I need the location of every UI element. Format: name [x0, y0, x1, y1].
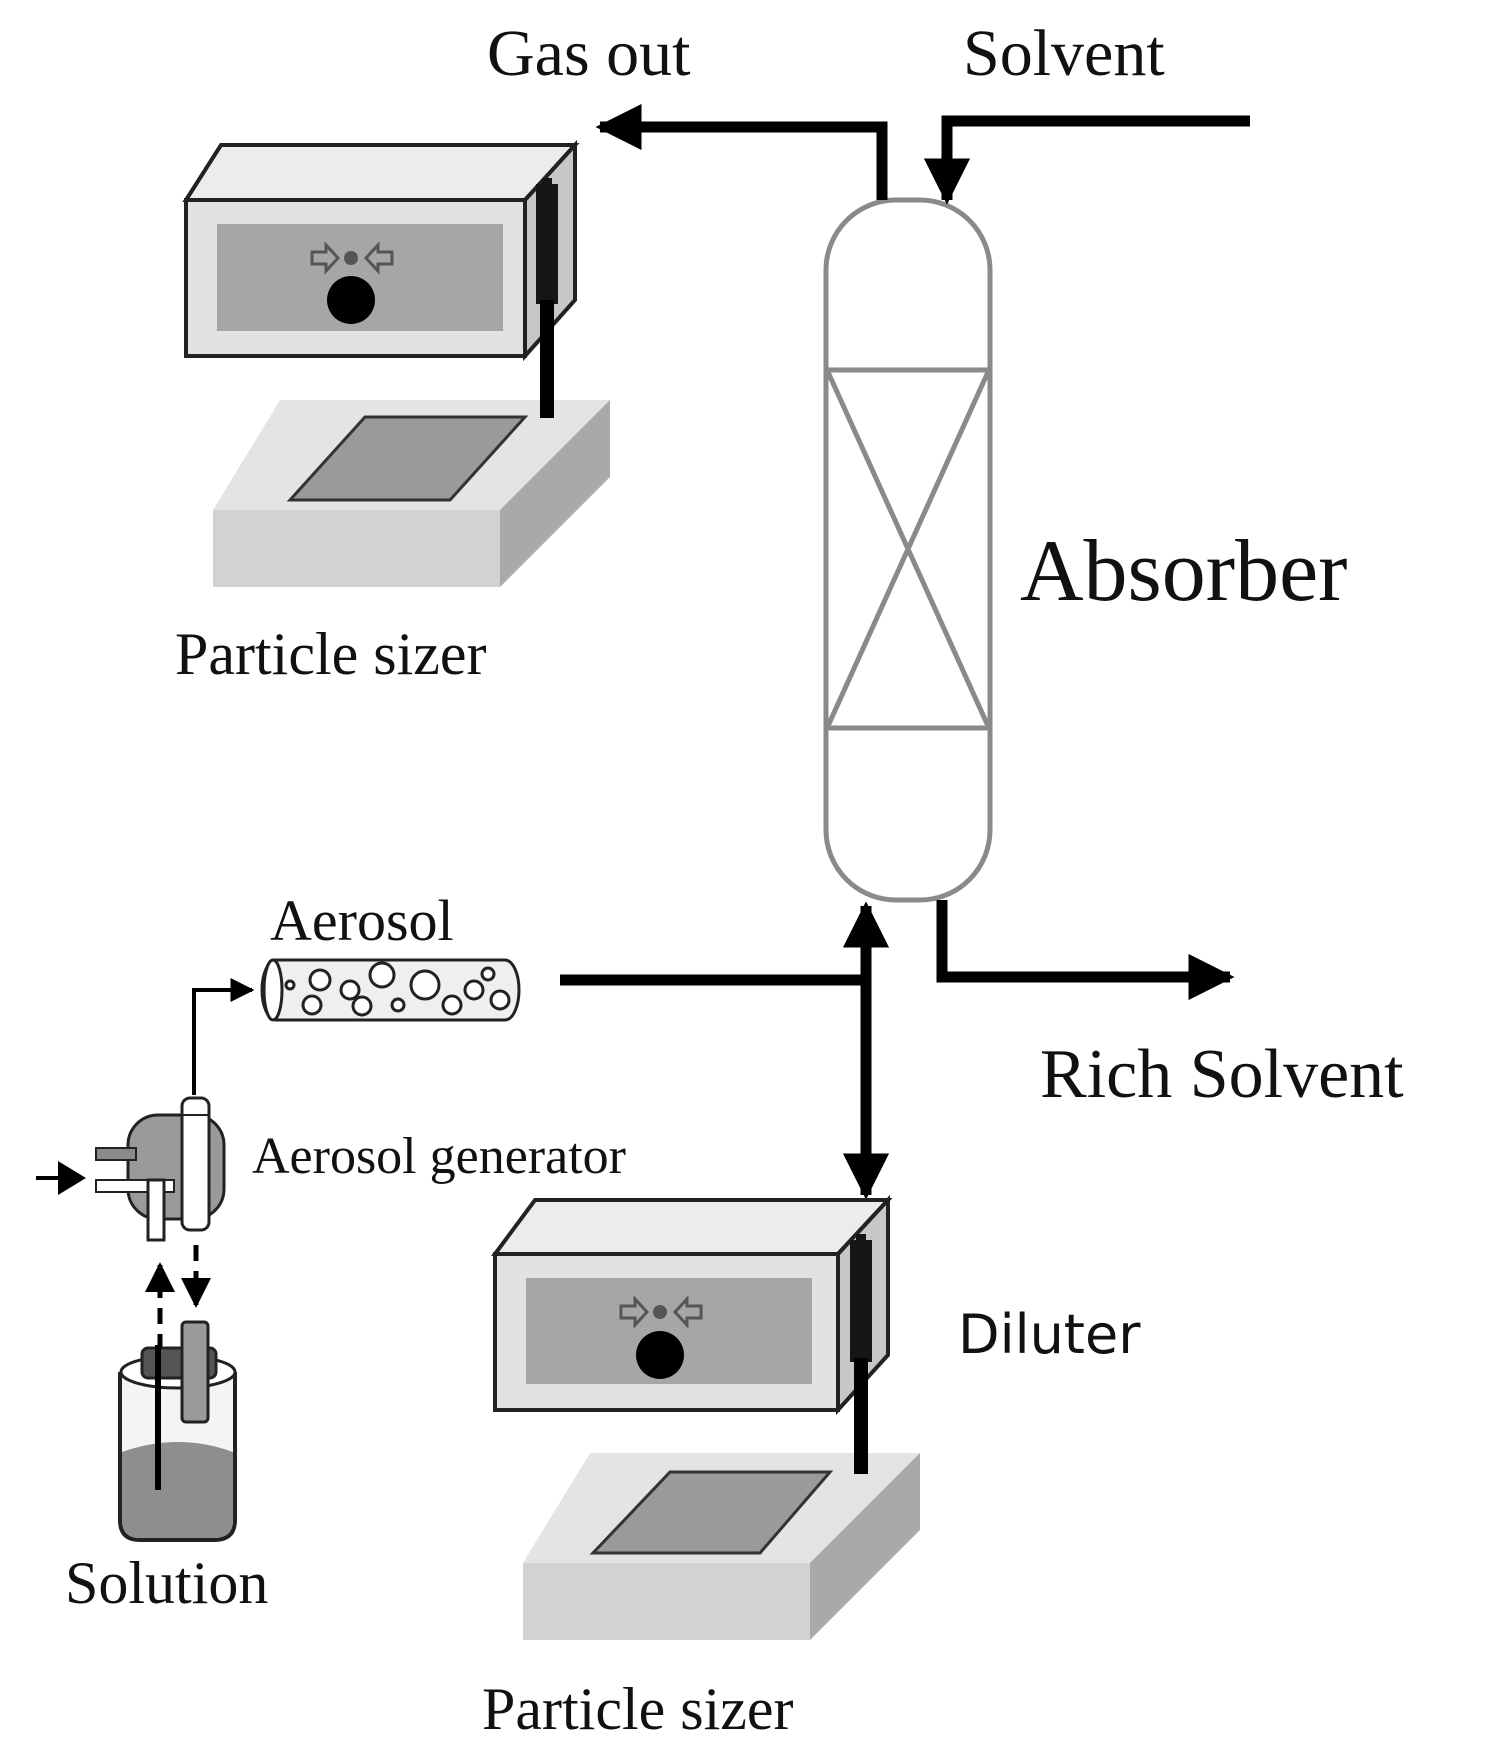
solvent-label: Solvent [963, 17, 1165, 90]
aerosol-label: Aerosol [270, 888, 454, 953]
solution-feed-lines [145, 1245, 211, 1350]
rich-solvent-pipe [936, 900, 1235, 1001]
absorber-column [823, 197, 993, 903]
particle-sizer-top-label: Particle sizer [175, 621, 487, 687]
diluter-label: Diluter [958, 1303, 1141, 1366]
solvent-inlet-pipe [923, 115, 1250, 205]
aerosol-generator [36, 978, 255, 1242]
solution-label: Solution [65, 1550, 268, 1616]
solution-bottle [118, 1320, 237, 1542]
gas-out-pipe [595, 103, 888, 200]
particle-sizer-bottom-label: Particle sizer [482, 1676, 794, 1742]
aerosol-generator-label: Aerosol generator [252, 1128, 626, 1185]
rich-solvent-label: Rich Solvent [1040, 1036, 1404, 1113]
particle-sizer-bottom [491, 1194, 920, 1640]
absorber-label: Absorber [1020, 523, 1347, 620]
particle-sizer-top [182, 139, 610, 587]
aerosol-feed-pipe [560, 901, 890, 1200]
gas-out-label: Gas out [487, 17, 690, 90]
aerosol-tube [260, 958, 521, 1022]
